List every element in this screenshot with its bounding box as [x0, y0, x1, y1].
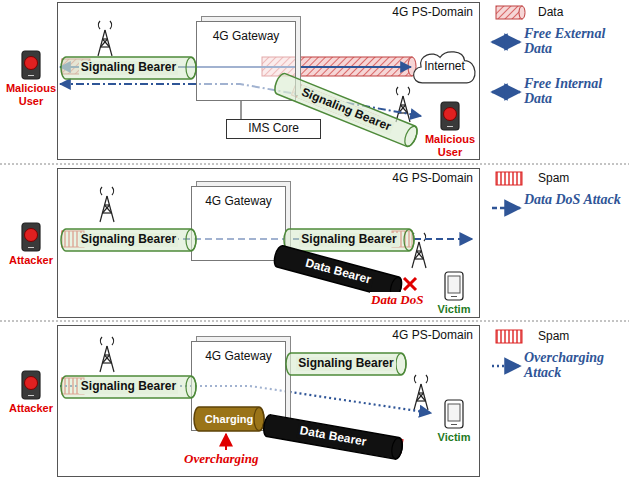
phone: Malicious User: [2, 50, 60, 107]
gateway-box: 4G Gateway: [191, 186, 286, 261]
legend-sample: [492, 6, 525, 366]
phone: Malicious User: [421, 101, 479, 158]
legend-text: Spam: [538, 171, 569, 185]
node-label: Attacker: [9, 254, 53, 267]
node-label: IMS Core: [248, 122, 299, 136]
node-label: Signaling Bearer: [79, 61, 178, 75]
node-label: Attacker: [9, 402, 53, 415]
tower: [98, 21, 112, 56]
phone: Victim: [431, 271, 477, 316]
phone: Victim: [431, 399, 477, 444]
domain-box: 4G GatewayIMS CoreSignaling BearerSignal…: [57, 2, 480, 160]
node-label: Victim: [438, 303, 471, 316]
node-label: 4G PS-Domain: [392, 6, 473, 20]
domain-box: Charging4G GatewaySignaling BearerSignal…: [57, 325, 480, 477]
legend-text: Free External Data: [524, 26, 627, 57]
node-label: Malicious User: [421, 133, 479, 158]
legend-text: Overcharging Attack: [524, 350, 627, 381]
divider: [0, 164, 629, 165]
bearer-pipe: Signaling Bearer: [61, 376, 196, 398]
node-label: Signaling Bearer: [79, 233, 178, 247]
node-label: 4G Gateway: [205, 349, 272, 363]
bearer-pipe: Signaling Bearer: [284, 229, 414, 251]
bearer-pipe: Signaling Bearer: [286, 353, 406, 375]
legend-text: Free Internal Data: [524, 76, 627, 107]
divider: [0, 321, 629, 322]
block-mark: [404, 278, 416, 290]
phone-icon: [21, 50, 41, 80]
spam-cylinder: [62, 231, 412, 453]
phone: Attacker: [2, 222, 60, 267]
node-label: Signaling Bearer: [79, 380, 178, 394]
node-label: Signaling Bearer: [296, 357, 395, 371]
legend-text: Spam: [538, 329, 569, 343]
node-label: Charging: [205, 413, 253, 426]
bearer-pipe: Signaling Bearer: [61, 229, 196, 251]
data-bearer-pipe: Data Bearer: [262, 414, 404, 460]
node-label: 4G PS-Domain: [392, 329, 473, 343]
phone-icon: [444, 399, 464, 429]
tower: [100, 187, 114, 222]
tower: [396, 87, 410, 122]
legend-text: Data: [538, 5, 563, 19]
node-label: 4G Gateway: [205, 194, 272, 208]
phone-icon: [444, 271, 464, 301]
bearer-pipe: Signaling Bearer: [61, 57, 196, 79]
phone-icon: [440, 101, 460, 131]
phone-icon: [21, 222, 41, 252]
node-label: Signaling Bearer: [299, 233, 398, 247]
annotation: Overcharging: [183, 451, 259, 467]
tower: [100, 337, 114, 372]
node-label: 4G Gateway: [213, 29, 280, 43]
connector: [241, 101, 242, 119]
internet-cloud: Internet: [411, 49, 478, 85]
tower: [414, 375, 428, 410]
node-label: Malicious User: [2, 82, 60, 107]
annotation: Data DoS: [370, 292, 424, 308]
phone-icon: [21, 370, 41, 400]
ims-box: IMS Core: [226, 119, 321, 139]
node-label: Victim: [438, 431, 471, 444]
node-label: Internet: [424, 60, 465, 74]
phone: Attacker: [2, 370, 60, 415]
legend-text: Data DoS Attack: [524, 192, 627, 207]
overcharge-arrow: [225, 434, 227, 450]
charging-cylinder: Charging: [194, 407, 264, 431]
node-label: 4G PS-Domain: [392, 172, 473, 186]
